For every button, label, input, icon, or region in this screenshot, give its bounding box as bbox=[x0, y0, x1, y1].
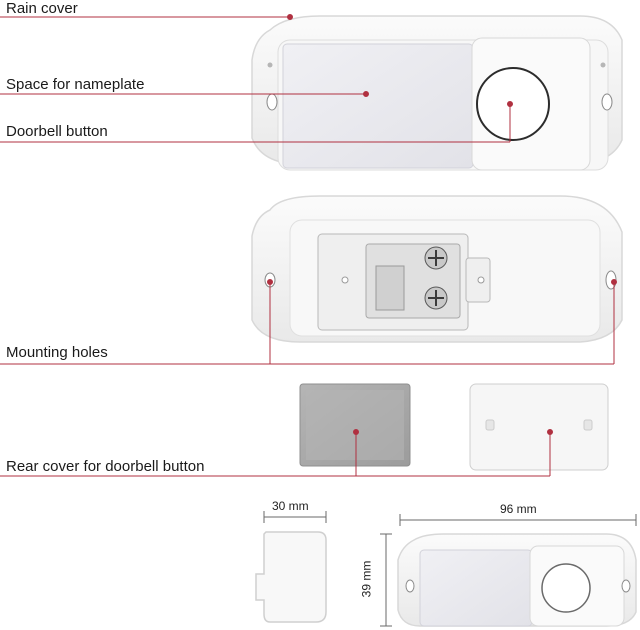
label-rain-cover: Rain cover bbox=[6, 0, 78, 17]
rear-cover-grey bbox=[299, 383, 411, 467]
nameplate-area bbox=[282, 43, 474, 169]
doorbell-front-view-small bbox=[397, 533, 637, 627]
dimension-height: 39 mm bbox=[359, 560, 374, 598]
dimension-lines bbox=[263, 511, 637, 627]
label-doorbell-button: Doorbell button bbox=[6, 123, 108, 140]
doorbell-base-view bbox=[251, 195, 623, 343]
doorbell-front-view bbox=[251, 15, 623, 171]
label-mounting-holes: Mounting holes bbox=[6, 344, 108, 361]
mounting-hole-left-top bbox=[266, 93, 278, 111]
leader-lines bbox=[0, 14, 617, 477]
label-rear-cover: Rear cover for doorbell button bbox=[6, 458, 205, 475]
doorbell-side-view bbox=[255, 531, 327, 623]
dimension-width: 96 mm bbox=[500, 502, 537, 516]
dimension-depth: 30 mm bbox=[272, 499, 309, 513]
label-nameplate: Space for nameplate bbox=[6, 76, 145, 93]
mounting-hole-right-top bbox=[601, 93, 613, 111]
rear-cover-white bbox=[469, 383, 609, 471]
